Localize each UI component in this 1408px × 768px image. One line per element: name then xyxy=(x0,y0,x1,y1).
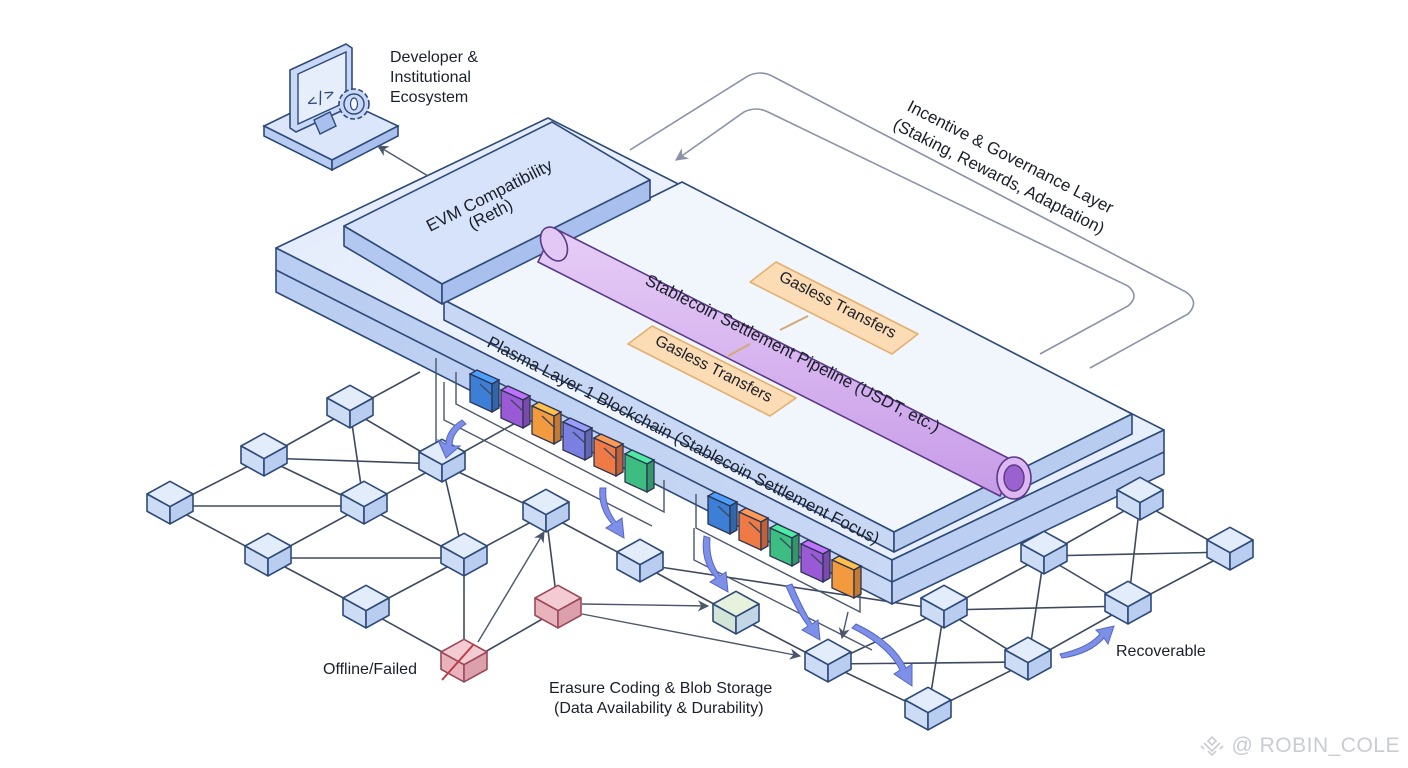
tag-connector-2 xyxy=(727,343,751,357)
storage-node xyxy=(1104,580,1152,625)
storage-node xyxy=(616,538,664,583)
storage-node xyxy=(1020,530,1068,575)
offline-failed-label: Offline/Failed xyxy=(323,661,417,678)
storage-node xyxy=(326,384,374,429)
storage-node xyxy=(904,686,952,731)
chain-block xyxy=(561,417,594,462)
failed-strike-mark xyxy=(441,643,475,681)
arrow-to-target-node xyxy=(581,613,802,660)
block-link xyxy=(717,505,732,519)
governance-outer-frame xyxy=(629,72,1195,369)
redundant-shard-node xyxy=(534,584,582,629)
pipeline-end-opening xyxy=(1003,464,1025,492)
network-edge xyxy=(1043,551,1231,557)
block-link xyxy=(810,553,825,567)
developer-ecosystem: </> Developer & Institutional Ecosystem xyxy=(262,43,478,177)
curved-arrow-to-node-2 xyxy=(599,487,625,539)
block-link xyxy=(541,415,556,429)
chain-block xyxy=(799,539,832,584)
recovery-arrows xyxy=(477,531,850,660)
storage-node xyxy=(1206,526,1254,571)
governance-loop xyxy=(629,72,1195,369)
bracket-b-outer xyxy=(693,528,873,651)
curved-arrow-to-node-1 xyxy=(436,419,467,459)
developer-label-line2: Institutional xyxy=(390,69,471,86)
chain-block xyxy=(623,449,656,494)
developer-label-line3: Ecosystem xyxy=(390,89,468,106)
storage-node xyxy=(522,488,570,533)
storage-node xyxy=(1116,476,1164,521)
block-link xyxy=(572,431,587,445)
storage-node xyxy=(240,432,288,477)
governance-inner-loop-arrow xyxy=(674,108,1135,355)
recovered-shard-node xyxy=(712,590,760,635)
erasure-label-line2: (Data Availability & Durability) xyxy=(554,700,764,717)
pipeline-start-cap xyxy=(539,226,569,262)
recoverable-label: Recoverable xyxy=(1116,643,1206,660)
chain-block xyxy=(499,385,532,430)
block-chain-a xyxy=(468,369,656,494)
tag-connector-1 xyxy=(779,315,809,331)
chain-block xyxy=(468,369,501,414)
chain-block xyxy=(830,555,863,600)
storage-node xyxy=(244,532,292,577)
block-chain-b xyxy=(706,491,863,600)
storage-node xyxy=(1004,636,1052,681)
incentive-label-line1: Incentive & Governance Layer xyxy=(904,97,1117,218)
storage-node xyxy=(920,584,968,629)
network-edge xyxy=(263,457,443,465)
offline-failed-node xyxy=(440,638,488,683)
incentive-label-line2: (Staking, Rewards, Adaptation) xyxy=(890,115,1107,238)
arrow-to-developer xyxy=(377,145,429,177)
erasure-label-line1: Erasure Coding & Blob Storage xyxy=(549,680,772,697)
chain-block xyxy=(706,491,739,536)
curved-arrow-down-right xyxy=(851,623,913,687)
block-link xyxy=(479,383,494,397)
block-link xyxy=(510,399,525,413)
block-brackets xyxy=(435,358,873,651)
storage-node xyxy=(340,480,388,525)
network-edge xyxy=(827,661,1029,665)
storage-nodes xyxy=(146,384,1254,731)
chain-block xyxy=(768,523,801,568)
bracket-a-outer xyxy=(443,382,653,527)
block-link xyxy=(603,447,618,461)
curved-arrow-to-target xyxy=(785,583,821,641)
watermark-text: @ ROBIN_COLE xyxy=(1231,734,1400,757)
storage-node xyxy=(440,532,488,577)
developer-label-line1: Developer & xyxy=(390,49,478,66)
curved-arrow-to-recovered xyxy=(702,535,729,593)
block-link xyxy=(779,537,794,551)
arrow-to-recovered-node xyxy=(581,600,710,612)
storage-node xyxy=(342,584,390,629)
watermark: @ ROBIN_COLE xyxy=(1199,734,1400,758)
chain-block xyxy=(530,401,563,446)
arrow-small-drop xyxy=(838,611,850,640)
bracket-a xyxy=(455,372,665,514)
binance-logo-icon xyxy=(1200,735,1225,757)
recoverable-arrow xyxy=(1059,625,1115,659)
storage-node xyxy=(146,480,194,525)
storage-node xyxy=(804,638,852,683)
arrow-failed-to-node xyxy=(477,531,545,643)
bracket-b xyxy=(695,494,861,614)
block-link xyxy=(748,521,763,535)
chain-block xyxy=(592,433,625,478)
chain-block xyxy=(737,507,770,552)
computer-code-gear-icon: </> xyxy=(262,43,400,172)
data-flow-arrows xyxy=(436,419,1115,687)
